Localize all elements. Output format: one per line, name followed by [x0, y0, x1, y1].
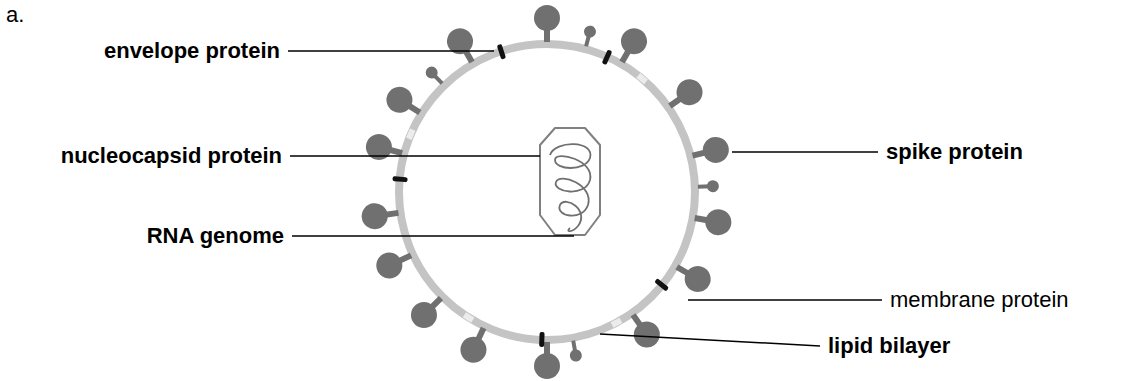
part-label: lipid bilayer — [828, 333, 950, 358]
leader-line — [292, 235, 574, 237]
spike — [622, 307, 665, 352]
leader-line — [688, 299, 882, 301]
spike — [363, 131, 405, 166]
panel-letter: a. — [6, 2, 24, 27]
spike-head — [423, 64, 440, 81]
leader-line — [290, 155, 540, 157]
part-label: membrane protein — [890, 287, 1069, 312]
spike-head — [583, 24, 598, 39]
nucleocapsid-outline — [540, 128, 600, 235]
small-spike — [698, 180, 719, 193]
envelope-patch — [636, 73, 648, 84]
spike-head — [680, 261, 716, 297]
spike-head — [534, 5, 560, 31]
spike — [534, 342, 560, 379]
spike — [360, 200, 400, 231]
spike — [692, 205, 733, 237]
spike-head — [534, 353, 560, 379]
membrane-protein-mark — [539, 332, 545, 347]
spike-head — [456, 332, 491, 367]
leader-line — [288, 50, 494, 52]
spike-head — [629, 316, 665, 352]
small-spike — [423, 64, 446, 87]
membrane-protein-mark — [392, 176, 407, 182]
spike — [406, 289, 451, 334]
spike — [456, 322, 495, 367]
part-label: envelope protein — [104, 38, 280, 63]
spike-head — [707, 180, 719, 192]
spike-head — [406, 297, 443, 334]
spike — [534, 5, 560, 42]
membrane-protein-mark — [654, 278, 669, 291]
leader-lines — [288, 51, 882, 346]
spike-head — [569, 349, 583, 363]
leader-line — [732, 151, 878, 153]
spike-head — [671, 74, 707, 110]
small-spike — [580, 24, 597, 47]
spike-head — [616, 24, 652, 60]
leader-line — [600, 334, 820, 346]
spike-proteins — [360, 5, 733, 379]
lipid-bilayer — [399, 44, 695, 340]
part-label: nucleocapsid protein — [61, 143, 282, 168]
spike — [689, 134, 731, 168]
spike — [372, 244, 417, 283]
spike-head — [703, 207, 733, 237]
spike-head — [382, 82, 418, 118]
membrane-protein-mark — [497, 44, 506, 60]
envelope-patch — [406, 128, 415, 140]
part-label: spike protein — [886, 139, 1023, 164]
spike-head — [372, 248, 407, 283]
spike-head — [700, 134, 732, 166]
spike — [662, 74, 707, 117]
spike-head — [363, 131, 395, 163]
small-spike — [567, 340, 582, 363]
small-spikes — [423, 24, 719, 362]
envelope-patch — [611, 318, 623, 328]
rna-coil — [550, 144, 590, 231]
spike-head — [360, 202, 389, 231]
membrane-proteins — [392, 44, 669, 347]
spike — [611, 24, 652, 69]
membrane-protein-mark — [602, 49, 613, 65]
part-label: RNA genome — [147, 223, 284, 248]
envelope-patches — [406, 73, 648, 328]
spike — [382, 82, 427, 124]
spike — [670, 256, 715, 297]
spike — [442, 24, 483, 69]
spike-head — [442, 24, 478, 60]
envelope-patch — [463, 312, 475, 322]
